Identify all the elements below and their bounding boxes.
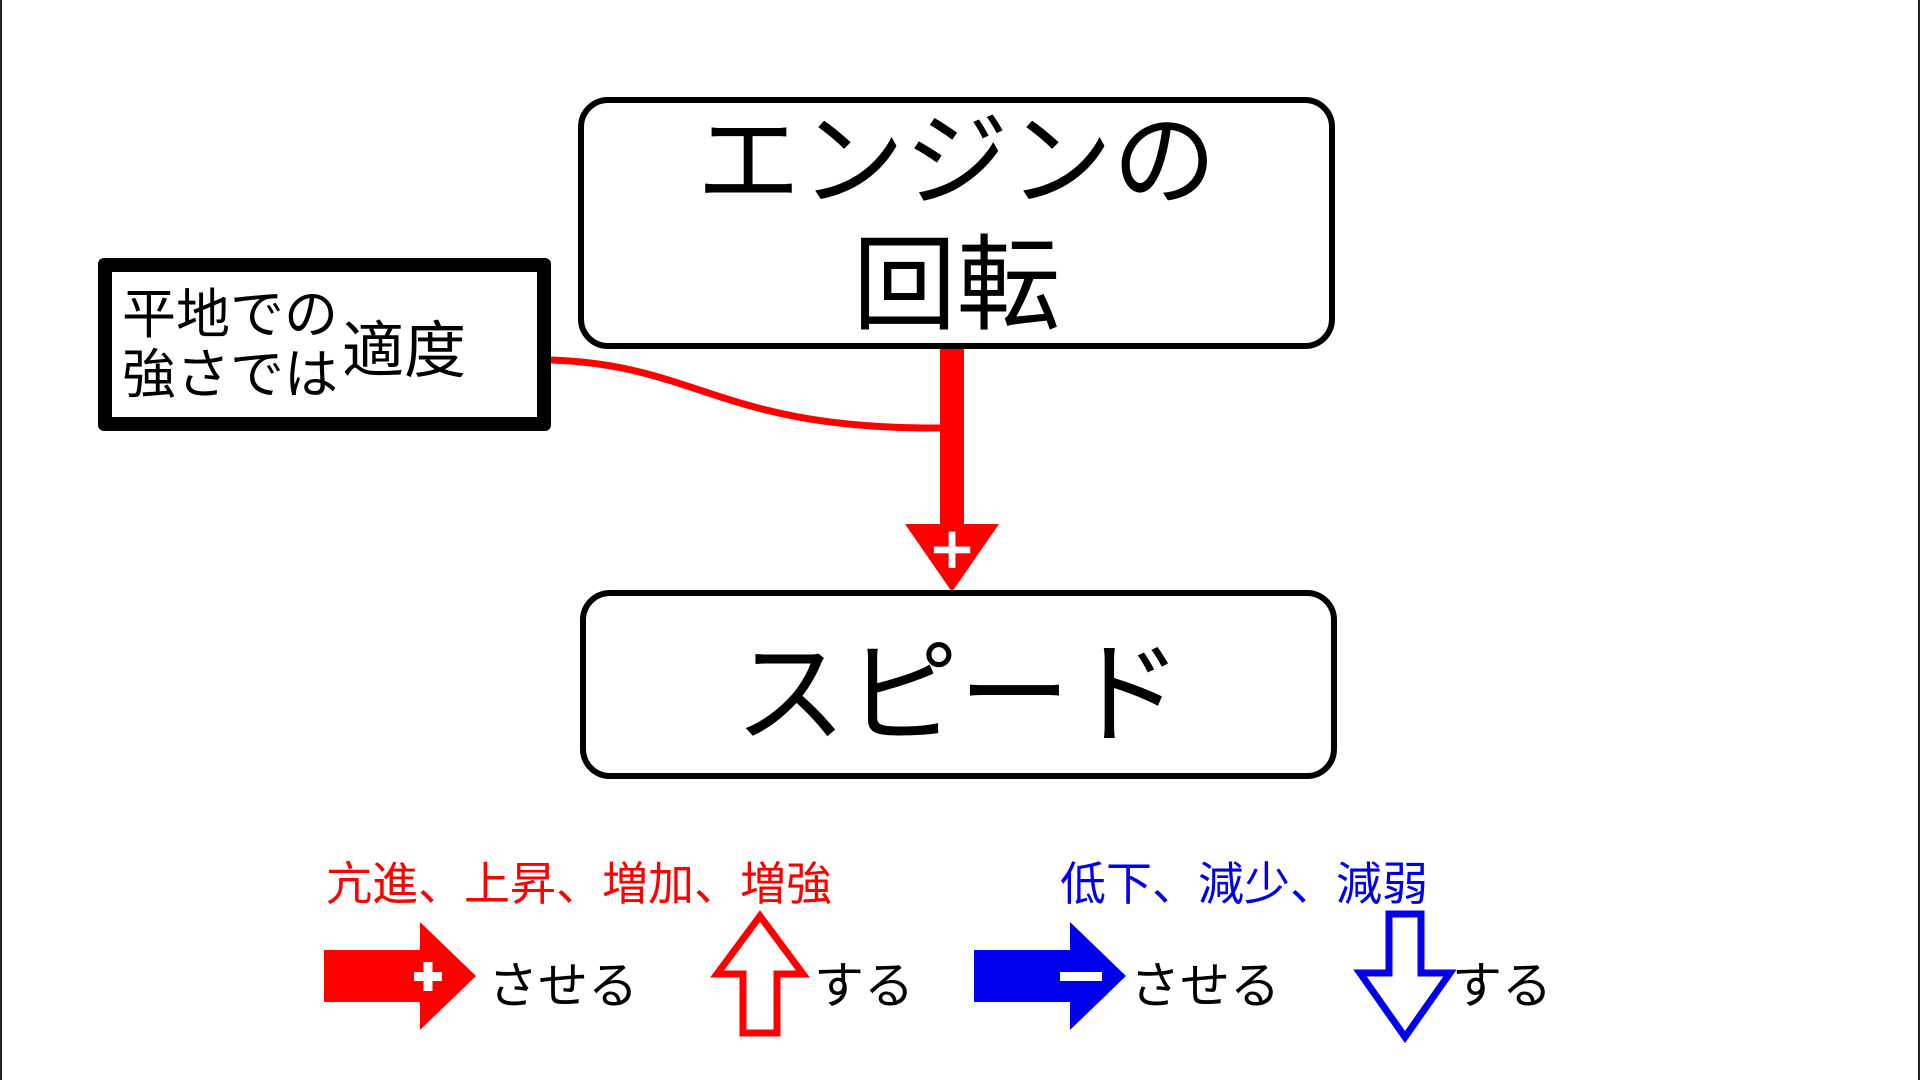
speed-node-label: スピード [734,629,1183,760]
right-frame-line [1918,0,1920,1080]
engine-rotation-node: エンジンの 回転 [578,97,1335,349]
left-frame-line [0,0,2,1080]
speed-node: スピード [580,590,1337,779]
engine-node-line2: 回転 [852,224,1061,346]
increase-state-arrow-icon [710,910,810,1037]
condition-tail: 適度 [342,313,467,387]
causal-shaft [940,349,964,529]
engine-node-line1: エンジンの [696,100,1217,222]
legend-decrease-cause-label: させる [1130,957,1280,1015]
legend-increase-header: 亢進、上昇、増加、増強 [326,857,832,911]
condition-line2: 強さでは [122,342,338,406]
legend-decrease-header: 低下、減少、減弱 [1060,857,1428,911]
condition-line1: 平地での [122,282,338,346]
decrease-state-arrow-outline [1353,910,1457,1044]
condition-box: 平地での 強さでは 適度 [98,258,551,431]
causal-arrowhead [905,524,999,592]
arrow-plus-sign: + [928,514,977,582]
condition-connector [550,356,946,432]
legend-increase-state-label: する [814,957,914,1015]
increase-cause-arrow-icon [324,922,476,1030]
legend-increase-cause-label: させる [488,957,638,1015]
decrease-cause-arrow-icon [974,922,1126,1030]
legend-decrease-state-label: する [1452,957,1552,1015]
